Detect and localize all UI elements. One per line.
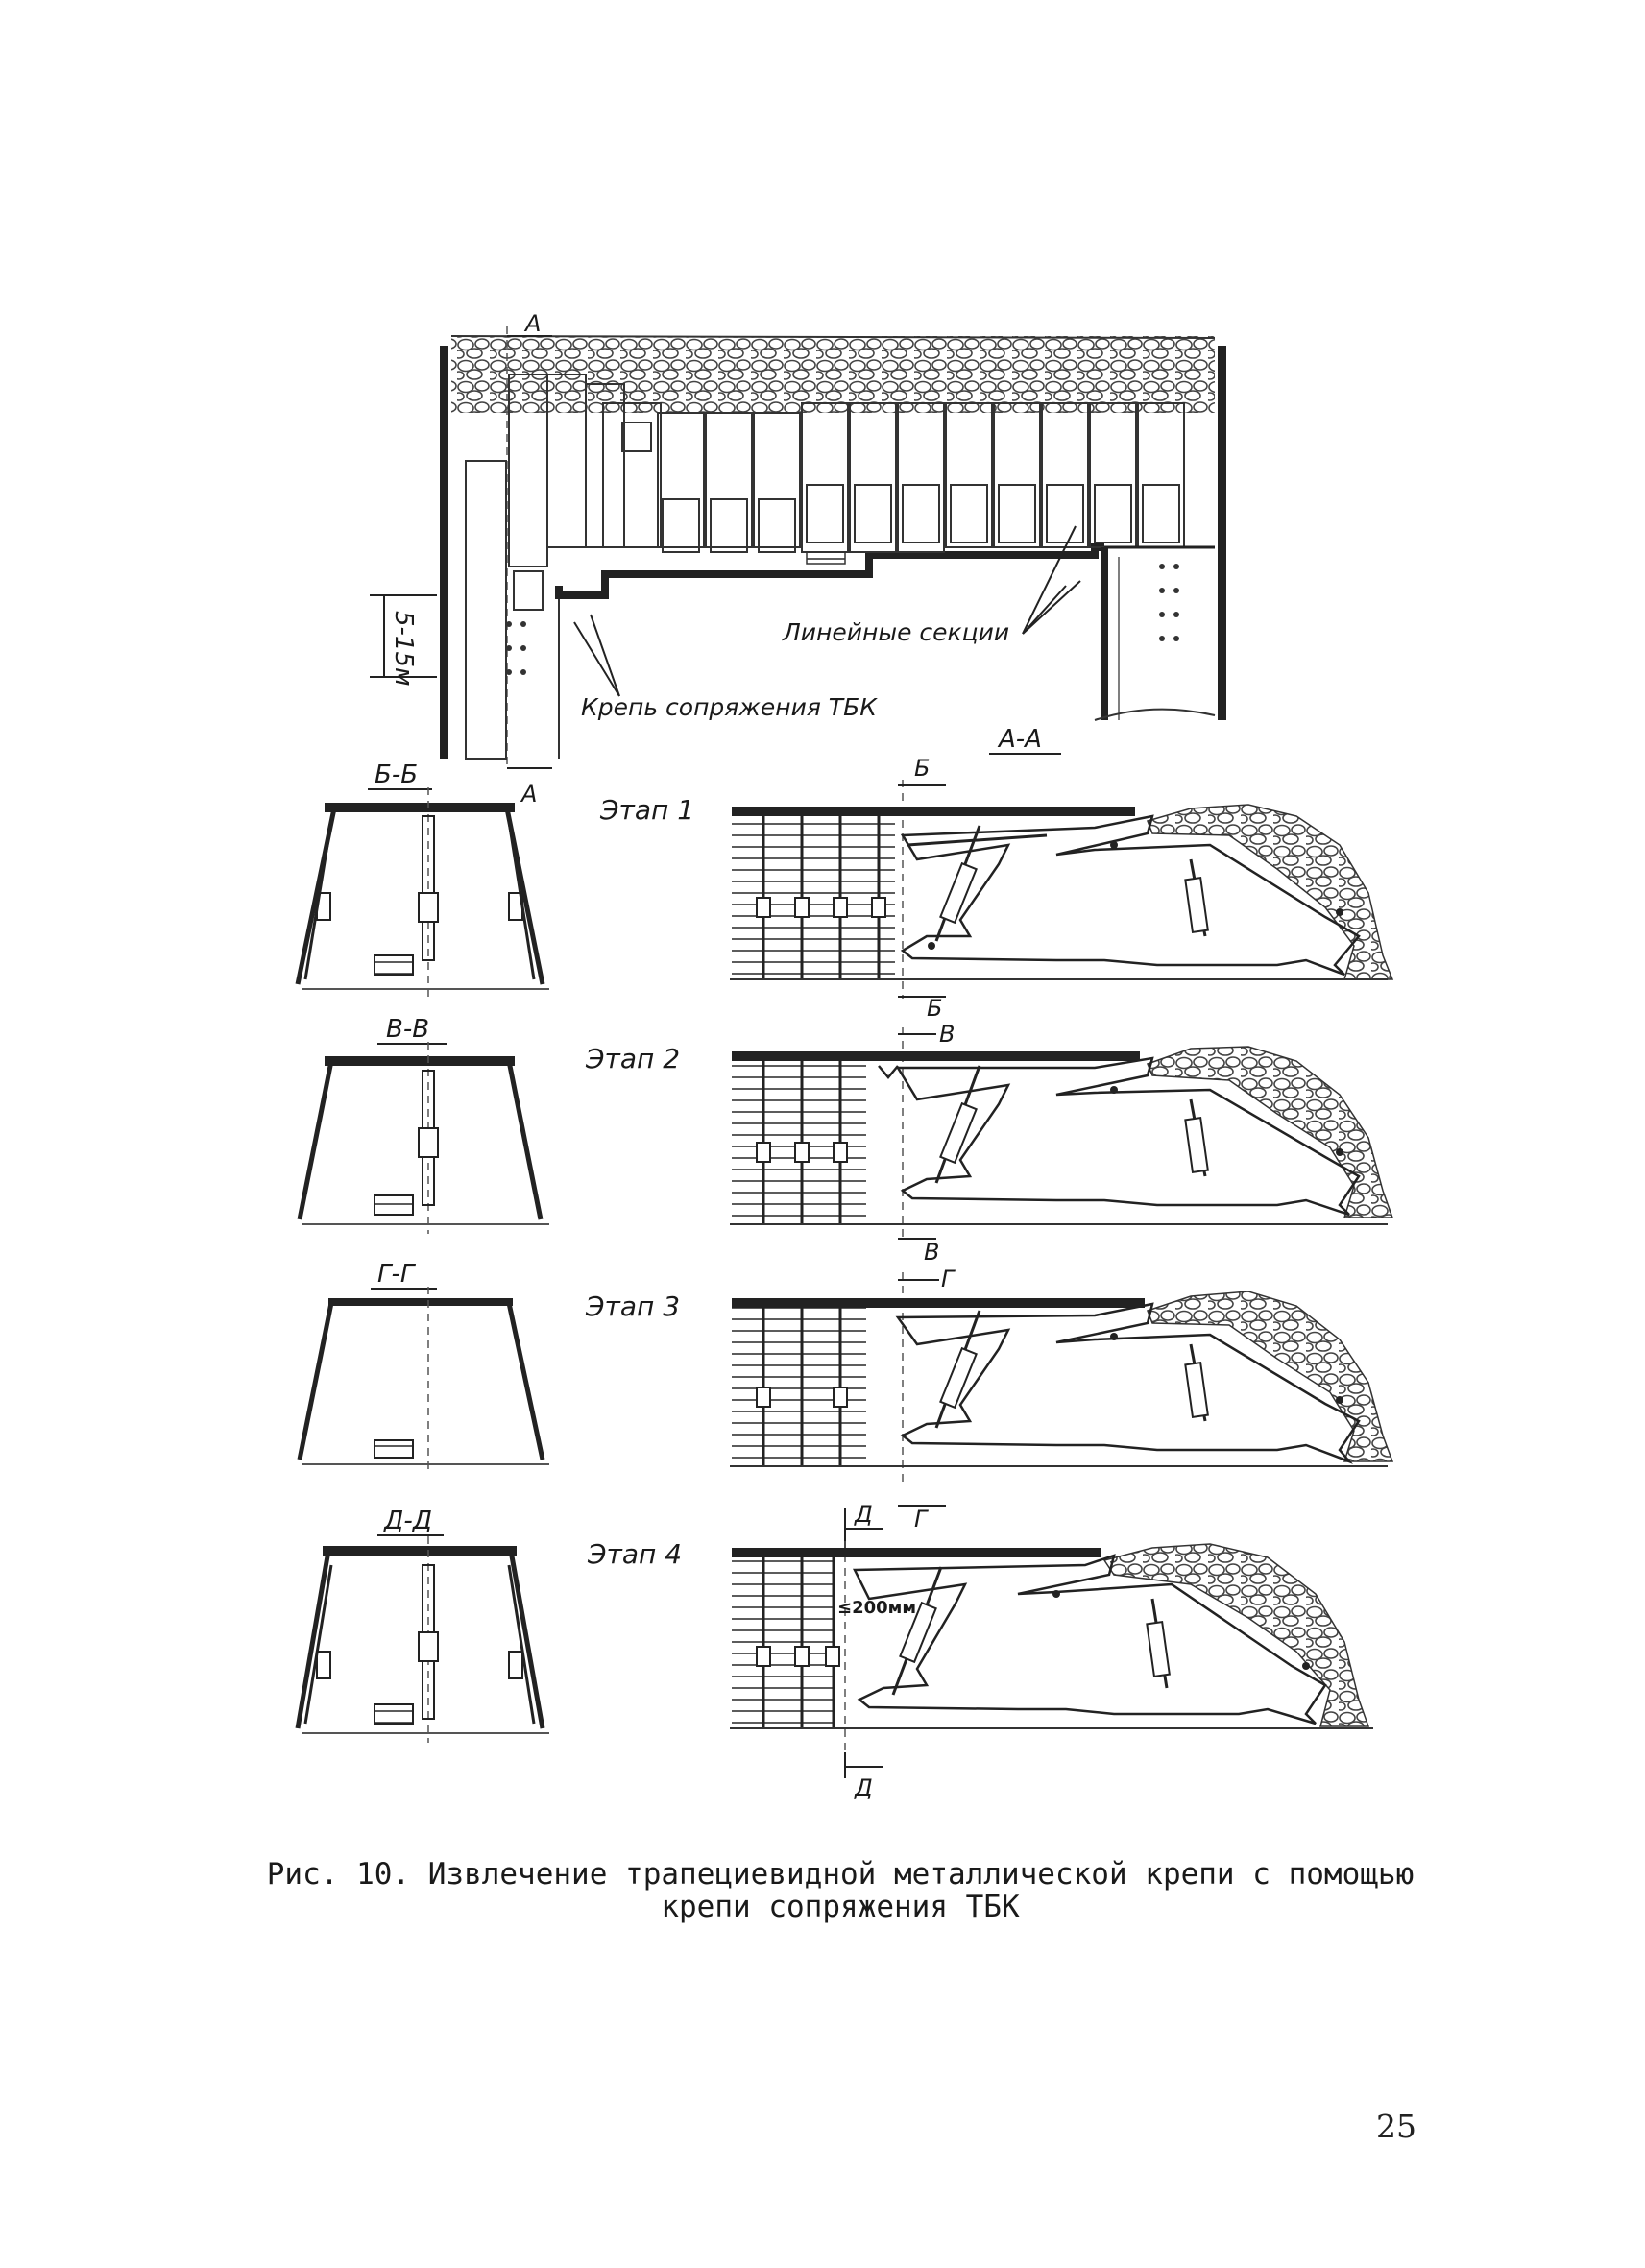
stage-3-label: Этап 3 <box>585 1291 680 1322</box>
section-bb-label: Б-Б <box>375 760 418 789</box>
section-gg-label: Г-Г <box>377 1260 417 1289</box>
gap-label: ≤200мм <box>837 1598 916 1618</box>
stage-3-longitudinal: Г <box>730 1266 1394 1484</box>
cross-section-gg: Г-Г <box>297 1260 549 1474</box>
caption-line-1: Рис. 10. Извлечение трапециевидной метал… <box>266 1857 1415 1892</box>
section-a-bottom-label: А <box>520 781 537 808</box>
dimension-label: 5-15м <box>389 611 418 687</box>
stage-1-longitudinal: Б Б <box>730 755 1394 1022</box>
section-a-top-label: А <box>523 310 541 337</box>
linear-sections-label: Линейные секции <box>782 618 1009 646</box>
cut-d-top-label: Д <box>854 1501 873 1528</box>
cross-section-dd: Д-Д <box>295 1507 549 1743</box>
cross-section-bb: Б-Б <box>295 760 549 999</box>
stage-1-label: Этап 1 <box>599 794 694 826</box>
section-aa-label: А-А <box>997 725 1042 754</box>
cut-v-top-label: В <box>939 1021 955 1048</box>
linear-sections <box>657 402 1185 553</box>
section-vv-label: В-В <box>386 1015 429 1044</box>
cut-d-bottom-label: Д <box>854 1774 873 1801</box>
page-number: 25 <box>1376 2108 1416 2145</box>
cut-b-bottom-label: Б <box>927 995 942 1022</box>
plan-view: А А <box>370 310 1226 808</box>
cross-section-vv: В-В <box>297 1015 549 1234</box>
cut-v-bottom-label: В <box>924 1239 939 1266</box>
cut-b-top-label: Б <box>914 755 930 782</box>
cut-g-top-label: Г <box>941 1266 956 1292</box>
stage-4-longitudinal: ≤200мм Д <box>730 1541 1373 1801</box>
section-dd-label: Д-Д <box>383 1507 432 1535</box>
cut-g-bottom-label: Г <box>914 1506 929 1532</box>
caption-line-2: крепи сопряжения ТБК <box>661 1890 1020 1924</box>
stage-2-label: Этап 2 <box>585 1043 680 1074</box>
figure-caption: Рис. 10. Извлечение трапециевидной метал… <box>240 1858 1440 1923</box>
tbk-support-label: Крепь сопряжения ТБК <box>581 693 878 721</box>
stage-2-longitudinal: В В <box>730 1021 1394 1266</box>
stage-4-label: Этап 4 <box>587 1538 682 1570</box>
